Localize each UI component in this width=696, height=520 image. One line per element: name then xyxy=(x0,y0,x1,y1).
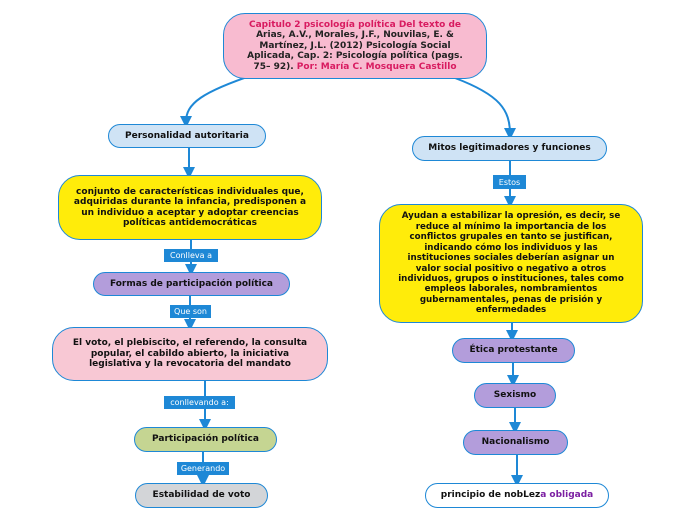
principio-text-main: principio de nobLez xyxy=(440,490,541,501)
node-etica-protestante[interactable]: Ética protestante xyxy=(452,338,575,363)
node-definicion[interactable]: conjunto de características individuales… xyxy=(58,175,322,240)
connector-title-personalidad xyxy=(180,71,263,128)
title-part-1: Capitulo 2 psicología política Del texto… xyxy=(248,20,461,31)
node-voto-mecanismos[interactable]: El voto, el plebiscito, el referendo, la… xyxy=(52,327,328,381)
label-conllevando: conllevando a: xyxy=(164,396,235,409)
label-generando: Generando xyxy=(177,462,229,475)
label-conlleva: Conlleva a xyxy=(164,249,218,262)
title-part-3: Por: María C. Mosquera Castillo xyxy=(296,61,457,72)
label-que-son: Que son xyxy=(170,305,211,318)
principio-text-accent: a obligada xyxy=(540,490,594,501)
title-text: Capitulo 2 psicología política Del texto… xyxy=(242,20,468,72)
node-personalidad-autoritaria[interactable]: Personalidad autoritaria xyxy=(108,124,266,148)
node-participacion-politica[interactable]: Participación política xyxy=(134,427,277,452)
node-estabilidad-voto[interactable]: Estabilidad de voto xyxy=(135,483,268,508)
connector-title-mitos xyxy=(454,77,516,140)
title-node[interactable]: Capitulo 2 psicología política Del texto… xyxy=(223,13,487,79)
title-part-2: Arias, A.V., Morales, J.F., Nouvilas, E.… xyxy=(247,30,463,72)
node-ayudan-estabilizar[interactable]: Ayudan a estabilizar la opresión, es dec… xyxy=(379,204,643,323)
node-formas-participacion[interactable]: Formas de participación política xyxy=(93,272,290,296)
node-nacionalismo[interactable]: Nacionalismo xyxy=(463,430,568,455)
node-mitos-legitimadores[interactable]: Mitos legitimadores y funciones xyxy=(412,136,607,161)
node-sexismo[interactable]: Sexismo xyxy=(474,383,556,408)
label-estos: Estos xyxy=(493,175,526,189)
